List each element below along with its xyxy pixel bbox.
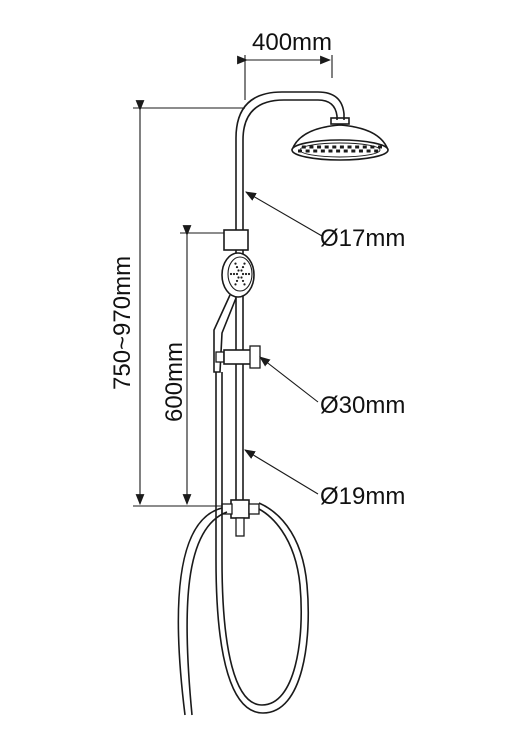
hand-nozzle xyxy=(241,265,245,269)
nozzle xyxy=(362,145,367,149)
hose-left-down xyxy=(177,507,223,716)
shower-head-connector xyxy=(330,117,350,125)
callout-upper-pipe: Ø17mm xyxy=(245,191,405,252)
nozzle xyxy=(320,149,325,153)
nozzle xyxy=(358,149,363,153)
hand-nozzle xyxy=(244,272,248,276)
shower-arm-outer xyxy=(235,91,345,230)
callout-upper-pipe-leader xyxy=(245,191,323,237)
width-dimension: 400mm xyxy=(237,29,333,100)
diverter-right-outlet xyxy=(248,503,260,515)
shower-arm-inner xyxy=(242,99,338,230)
nozzle xyxy=(351,149,356,153)
nozzle xyxy=(324,145,329,149)
nozzle xyxy=(366,149,371,153)
hose-left-down-inner xyxy=(186,511,228,716)
hand-shower-slider xyxy=(215,345,261,369)
hand-nozzle xyxy=(232,272,236,276)
overhead-shower-head xyxy=(291,124,389,161)
hand-nozzle xyxy=(235,279,239,283)
slider-diameter-label: Ø30mm xyxy=(320,392,405,419)
shower-arm xyxy=(235,91,350,230)
shower-hose xyxy=(177,372,310,716)
diverter-spout xyxy=(235,517,245,537)
callout-slider: Ø30mm xyxy=(259,356,405,419)
nozzle xyxy=(355,145,360,149)
hand-shower-nozzles xyxy=(229,262,251,286)
hand-nozzle xyxy=(243,283,246,286)
total-height-dimension: 750~970mm xyxy=(109,100,245,507)
hand-nozzle xyxy=(234,262,237,265)
nozzle xyxy=(328,149,333,153)
nozzle xyxy=(298,149,302,153)
nozzle xyxy=(347,145,352,149)
hand-nozzle xyxy=(237,269,240,272)
hand-nozzle xyxy=(241,279,245,283)
nozzle xyxy=(336,149,341,153)
shower-head-top xyxy=(291,124,389,151)
rail-height-dimension: 600mm xyxy=(161,225,225,506)
pipe-holder-bracket xyxy=(223,229,249,251)
callout-slider-leader xyxy=(259,356,319,403)
callout-lower-pipe-leader xyxy=(244,449,319,495)
nozzle xyxy=(317,145,322,149)
hand-shower-face xyxy=(227,256,253,292)
hand-nozzle xyxy=(235,265,239,269)
hand-nozzle xyxy=(247,272,251,276)
nozzle xyxy=(332,145,337,149)
hand-nozzle xyxy=(235,272,239,276)
bottom-diverter xyxy=(221,499,260,537)
nozzle xyxy=(309,145,314,149)
callout-lower-pipe: Ø19mm xyxy=(244,449,405,510)
nozzle xyxy=(370,145,375,149)
total-height-label: 750~970mm xyxy=(109,256,136,390)
hand-nozzle xyxy=(240,269,243,272)
nozzle xyxy=(301,145,306,149)
hand-nozzle xyxy=(240,276,243,279)
hand-nozzle xyxy=(234,283,237,286)
slider-holder-cup xyxy=(215,351,225,363)
nozzle xyxy=(339,145,344,149)
rail-height-label: 600mm xyxy=(161,342,188,422)
lower-pipe-diameter-label: Ø19mm xyxy=(320,483,405,510)
width-label: 400mm xyxy=(252,29,332,56)
nozzle xyxy=(374,149,379,153)
nozzle xyxy=(305,149,310,153)
nozzle xyxy=(378,145,382,149)
hand-shower xyxy=(213,252,255,373)
hand-nozzle xyxy=(229,272,233,276)
nozzle xyxy=(343,149,348,153)
slider-knob xyxy=(249,345,261,369)
nozzle xyxy=(313,149,318,153)
hand-nozzle xyxy=(241,272,245,276)
hose-loop-outer xyxy=(221,372,303,706)
upper-pipe-diameter-label: Ø17mm xyxy=(320,225,405,252)
shower-head-nozzles xyxy=(298,145,382,153)
diverter-body xyxy=(230,499,250,519)
hand-shower-handle xyxy=(213,294,237,373)
hand-nozzle xyxy=(237,276,240,279)
hose-loop-inner xyxy=(215,372,310,714)
hand-nozzle xyxy=(243,262,246,265)
